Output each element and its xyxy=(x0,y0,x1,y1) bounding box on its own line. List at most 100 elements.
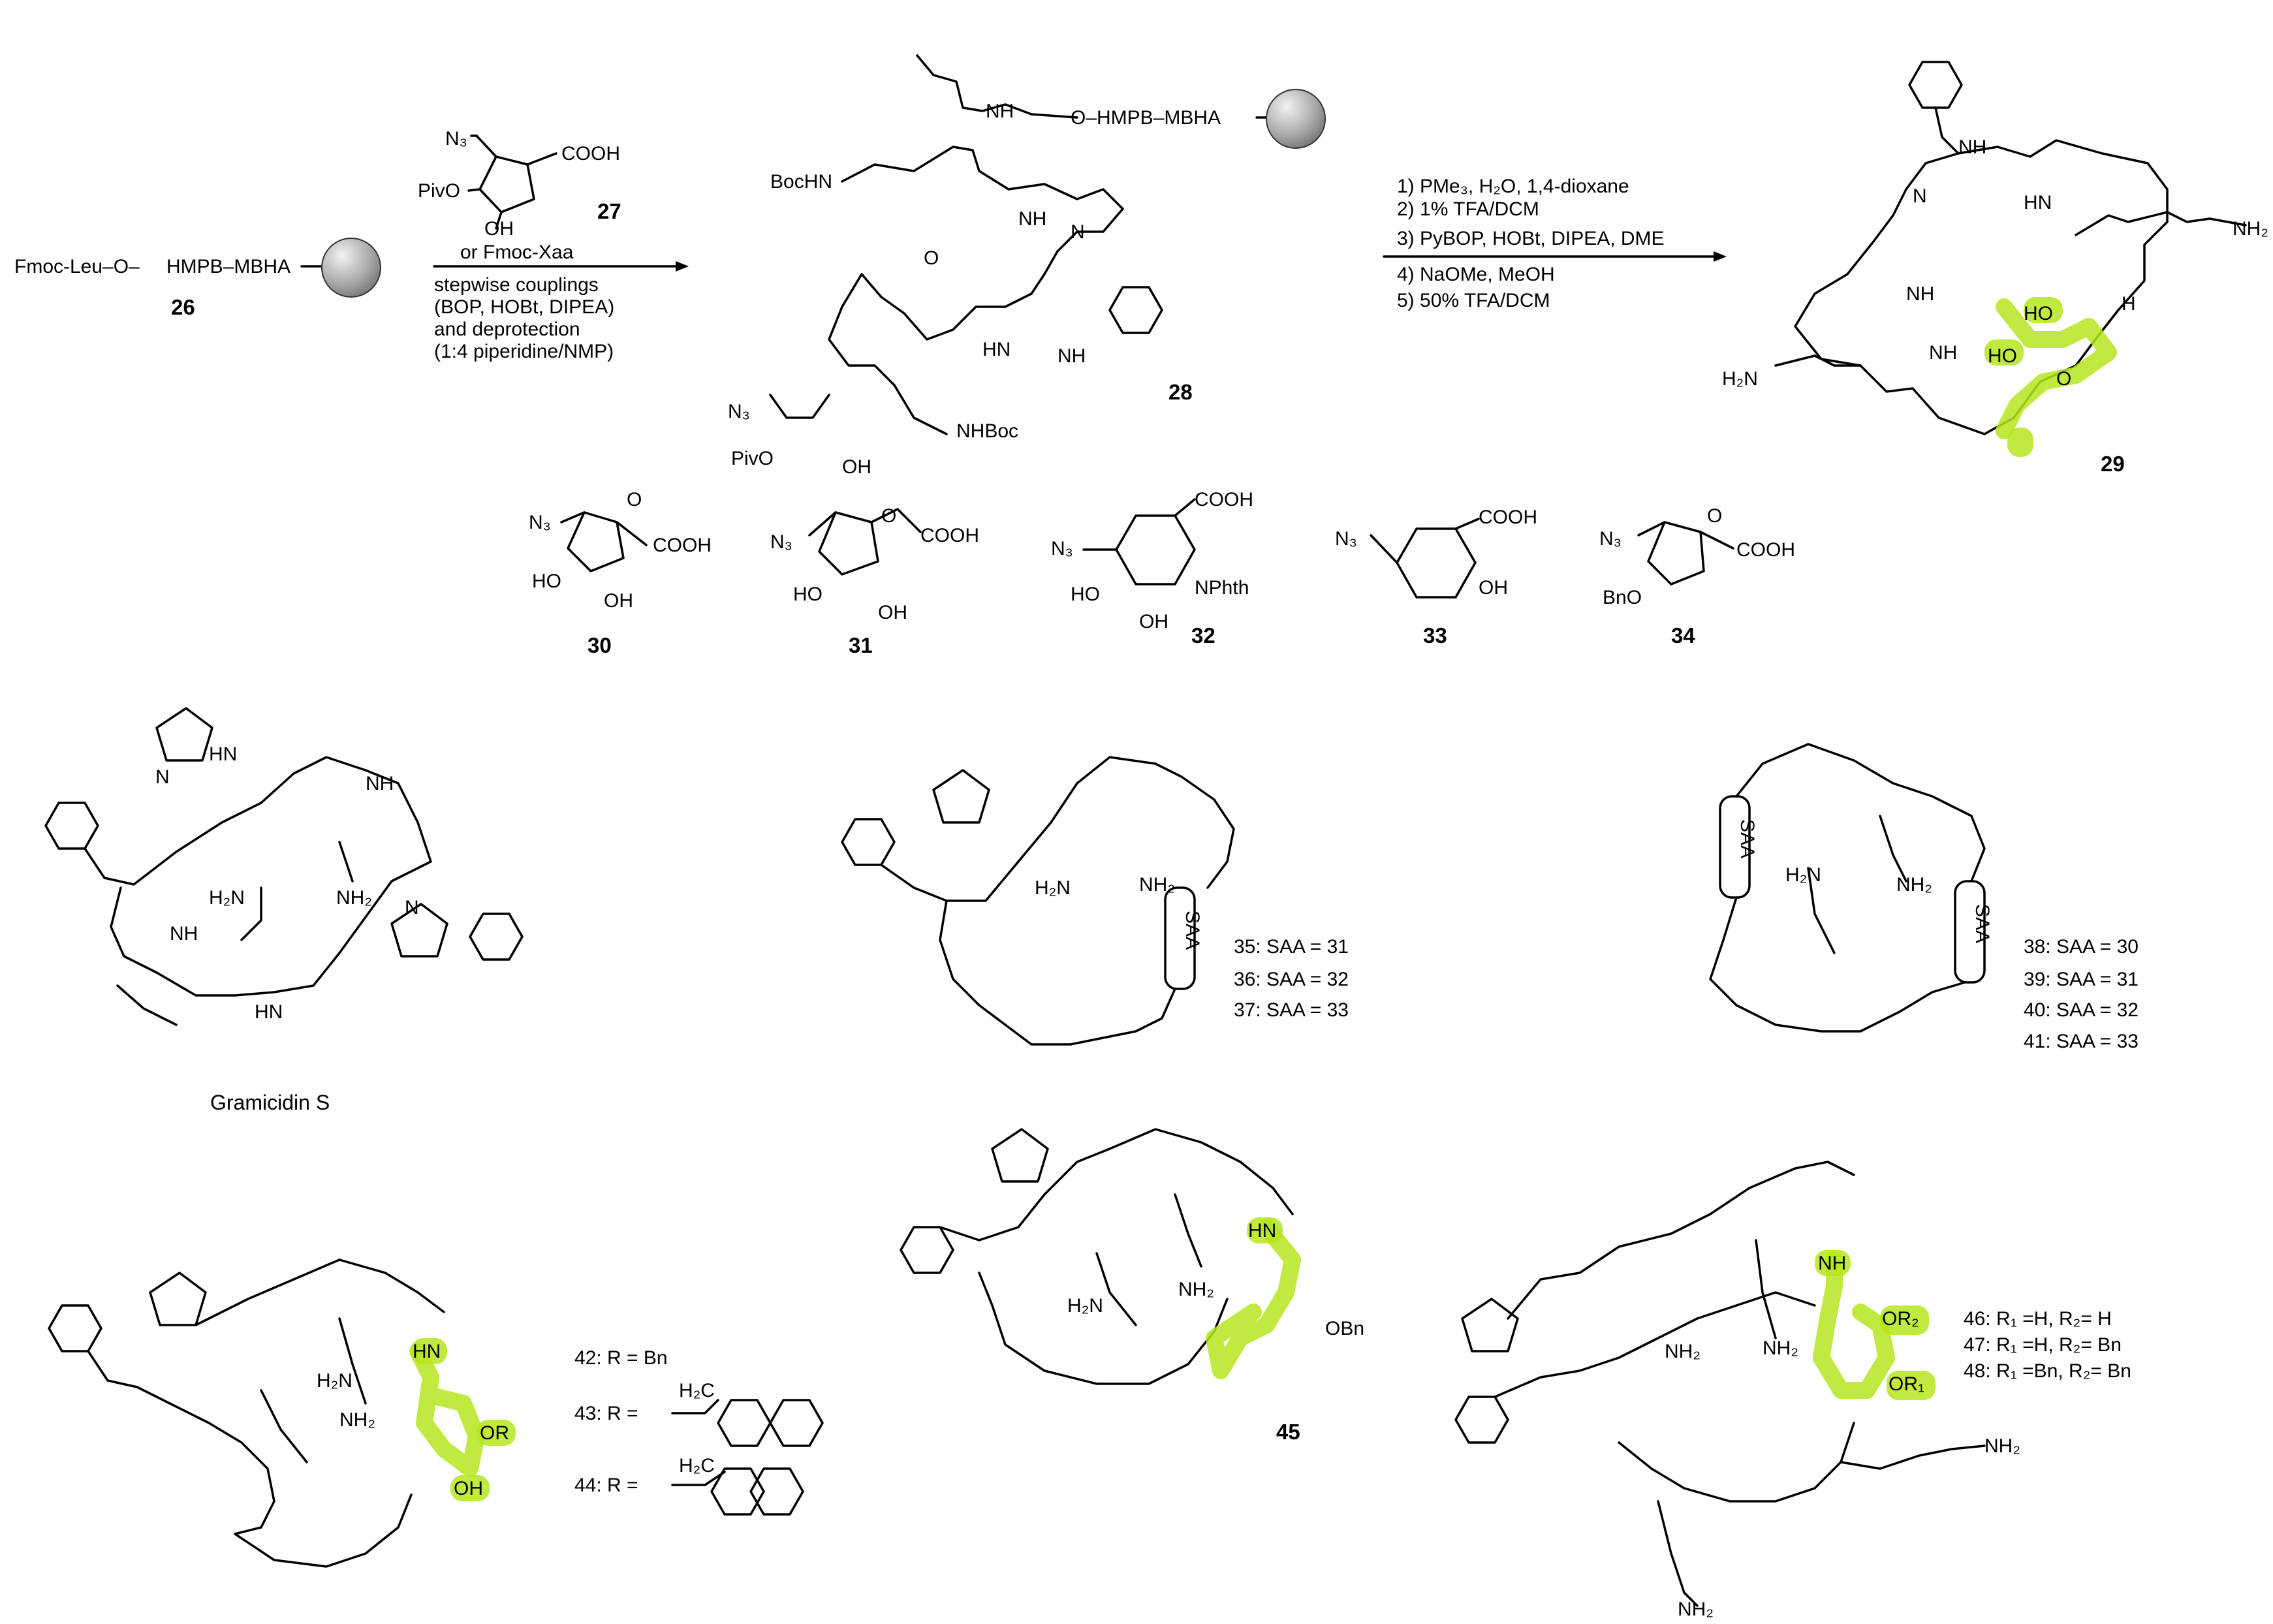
compound-32-number: 32 xyxy=(1191,623,1215,648)
step2-line-5: 5) 50% TFA/DCM xyxy=(1397,290,1550,311)
compound-33-number: 33 xyxy=(1423,623,1447,648)
hn-45: HN xyxy=(1248,1220,1276,1241)
o-34: O xyxy=(1707,505,1722,527)
product-29: NH HN NH NH N H NH₂ H₂N HO HO O 29 xyxy=(1722,61,2268,476)
cooh-30: COOH xyxy=(653,535,712,556)
nh-28-c: NH xyxy=(1058,345,1086,367)
resin-bead-28 xyxy=(1266,89,1326,149)
o-30: O xyxy=(627,489,642,510)
nh2-38: NH₂ xyxy=(1896,874,1932,896)
resin-linker: HMPB–MBHA xyxy=(166,256,290,277)
step1-line-1: or Fmoc-Xaa xyxy=(460,242,574,263)
reaction-arrow-1: or Fmoc-Xaa stepwise couplings (BOP, HOB… xyxy=(433,242,689,362)
h2n-gramicidin: H₂N xyxy=(209,887,245,909)
h2n-38: H₂N xyxy=(1785,864,1821,886)
saa-label-35: SAA xyxy=(1182,911,1203,950)
nh2-46-c: NH₂ xyxy=(1678,1599,1714,1620)
hn-28: HN xyxy=(982,339,1011,360)
sugar-amino-acid-27: N₃ COOH PivO OH 27 xyxy=(418,128,621,240)
nh-29-a: NH xyxy=(1958,136,1986,158)
ch2-43: H₂C xyxy=(679,1380,715,1401)
legend-40: 40: SAA = 32 xyxy=(2024,999,2139,1021)
building-block-30: N₃ COOH HO OH O 30 xyxy=(529,489,712,657)
obn-45: OBn xyxy=(1325,1318,1364,1339)
compound-27-number: 27 xyxy=(597,199,621,223)
oh-42: OH xyxy=(454,1478,483,1499)
highlight-45 xyxy=(1206,1217,1301,1379)
nh-29-b: HN xyxy=(2024,192,2052,213)
compound-34-number: 34 xyxy=(1671,623,1695,648)
oh-label: OH xyxy=(484,218,514,240)
h2n-42: H₂N xyxy=(317,1370,353,1392)
reaction-arrow-2: 1) PMe₃, H₂O, 1,4-dioxane 2) 1% TFA/DCM … xyxy=(1383,176,1727,311)
legend-41: 41: SAA = 33 xyxy=(2024,1031,2139,1052)
ho-31: HO xyxy=(793,584,823,605)
oh-32: OH xyxy=(1139,611,1168,632)
n-gramicidin-2: N xyxy=(405,897,419,918)
resin-prefix: Fmoc-Leu–O– xyxy=(14,256,140,277)
legend-43: 43: R = xyxy=(574,1403,638,1424)
oh-31: OH xyxy=(878,602,907,623)
legend-35: 35: SAA = 31 xyxy=(1234,936,1349,958)
n3-28: N₃ xyxy=(728,401,750,422)
legend-39: 39: SAA = 31 xyxy=(2024,969,2139,990)
legend-44: 44: R = xyxy=(574,1475,638,1496)
nh-gramicidin-1: NH xyxy=(366,773,394,794)
legend-36: 36: SAA = 32 xyxy=(1234,969,1349,990)
analogs-42-44: HN OR OH H₂N NH₂ 42: R = Bn 43: R = H₂C … xyxy=(48,1258,824,1568)
ch2-44: H₂C xyxy=(679,1455,715,1476)
oh-30: OH xyxy=(604,590,633,612)
building-block-31: N₃ COOH HO OH O 31 xyxy=(770,505,979,657)
hn-gramicidin-2: HN xyxy=(255,1001,283,1023)
cooh-32: COOH xyxy=(1195,489,1253,510)
legend-47: 47: R₁ =H, R₂= Bn xyxy=(1964,1334,2122,1356)
compound-28-number: 28 xyxy=(1168,380,1193,404)
gramicidin-s: NH₂ H₂N HN NH NH HN N N Gramicidin S xyxy=(44,707,524,1114)
nh2-46-a: NH₂ xyxy=(1665,1341,1701,1362)
or1-46: OR₁ xyxy=(1889,1373,1924,1395)
building-block-34: N₃ COOH BnO O 34 xyxy=(1599,505,1795,648)
pivo-28: PivO xyxy=(731,448,774,469)
n3-30: N₃ xyxy=(529,512,551,533)
saa-box-35 xyxy=(1164,886,1196,990)
cooh-31: COOH xyxy=(920,525,979,546)
resin-link-28: O–HMPB–MBHA xyxy=(1071,107,1221,129)
step1-line-2: stepwise couplings xyxy=(434,274,599,296)
nphth-32: NPhth xyxy=(1195,577,1249,599)
compound-29-number: 29 xyxy=(2101,452,2125,476)
compound-45: HN OBn H₂N NH₂ 45 xyxy=(900,1128,1364,1444)
o-29: O xyxy=(2056,368,2071,390)
piv-label: PivO xyxy=(418,180,460,202)
nh-29-c: NH xyxy=(1906,283,1934,305)
building-block-33: N₃ COOH OH 33 xyxy=(1335,507,1537,648)
cooh-34: COOH xyxy=(1736,539,1795,561)
h2n-45: H₂N xyxy=(1067,1295,1103,1317)
nh-28-b: NH xyxy=(1018,208,1046,230)
intermediate-28: NH O–HMPB–MBHA BocHN NHBoc NH HN NH N O … xyxy=(728,54,1326,478)
compound-30-number: 30 xyxy=(588,633,612,657)
ho-29-b: HO xyxy=(1988,345,2017,367)
o-28: O xyxy=(924,247,939,269)
legend-42: 42: R = Bn xyxy=(574,1347,668,1369)
oh-28: OH xyxy=(842,456,871,478)
h-29: H xyxy=(2122,293,2136,315)
resin-26: Fmoc-Leu–O– HMPB–MBHA 26 xyxy=(14,238,381,319)
nh-28-a: NH xyxy=(986,101,1014,122)
n3-33: N₃ xyxy=(1335,528,1357,550)
saa-label-38-right: SAA xyxy=(1971,904,1993,943)
analogs-35-37: SAA H₂N NH₂ 35: SAA = 31 36: SAA = 32 37… xyxy=(841,756,1349,1046)
cooh-label: COOH xyxy=(561,143,620,164)
legend-46: 46: R₁ =H, R₂= H xyxy=(1964,1308,2112,1330)
nh-46: NH xyxy=(1818,1253,1846,1274)
n-gramicidin-1: N xyxy=(155,766,170,788)
highlight-29 xyxy=(1984,297,2117,457)
cooh-33: COOH xyxy=(1479,507,1537,528)
ho-29-a: HO xyxy=(2024,303,2053,324)
step1-line-3: (BOP, HOBt, DIPEA) xyxy=(434,296,614,318)
step1-line-4: and deprotection xyxy=(434,319,580,340)
or-42: OR xyxy=(480,1422,509,1444)
o-31: O xyxy=(881,505,896,527)
hn-42: HN xyxy=(413,1341,441,1362)
resin-bead xyxy=(321,238,381,298)
